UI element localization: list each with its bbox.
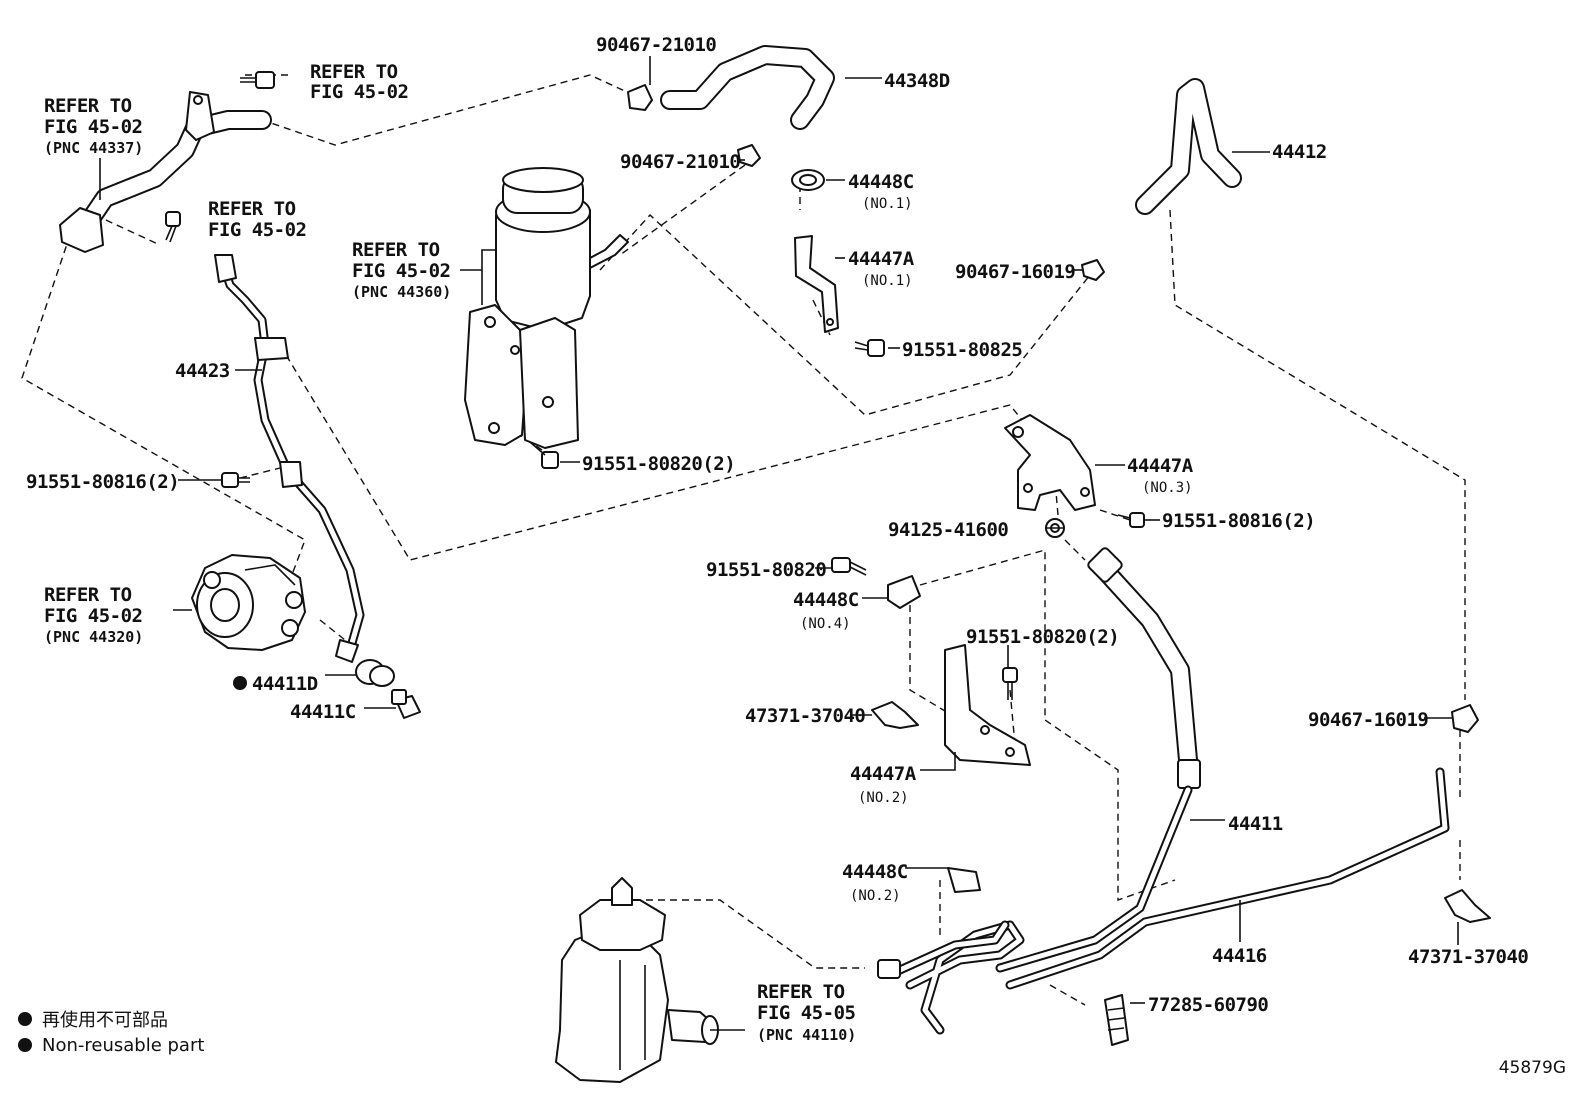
dashed-reference-lines <box>21 74 1466 1006</box>
label-44447A-no2: 44447A <box>850 763 917 785</box>
legend-row-en: Non-reusable part <box>18 1032 204 1058</box>
hose-44348D-drawing <box>660 45 835 130</box>
reference-labels: REFER TO FIG 45-02 REFER TO FIG 45-02 (P… <box>44 61 856 1044</box>
ref-6-line-1: REFER TO <box>757 981 845 1003</box>
clamp-44448C-no1-drawing <box>791 169 825 191</box>
label-44423: 44423 <box>175 360 230 382</box>
label-44448C-no2-sub: (NO.2) <box>850 888 901 904</box>
legend-dot-icon <box>18 1012 32 1026</box>
legend-row-jp: 再使用不可部品 <box>18 1006 204 1032</box>
ref-4-line-1: REFER TO <box>352 239 440 261</box>
reservoir-drawing <box>464 167 629 449</box>
legend-dot-icon <box>18 1038 32 1052</box>
non-reusable-marker-icon <box>233 676 247 690</box>
label-90467-21010-b: 90467-21010 <box>620 151 740 173</box>
label-44448C-no1-sub: (NO.1) <box>862 196 913 212</box>
bolt-91551-80816-left-drawing <box>221 472 250 488</box>
label-91551-80820-2b: 91551-80820(2) <box>966 626 1119 648</box>
ref-4-line-2: FIG 45-02 <box>352 260 450 282</box>
bolt-top-drawing <box>240 71 275 89</box>
part-labels: 90467-21010 44348D 90467-21010 44448C (N… <box>26 34 1529 1016</box>
clamp-90467-21010-a-drawing <box>627 84 653 111</box>
label-44348D: 44348D <box>884 70 950 92</box>
leader-lines <box>99 56 1459 1031</box>
clamp-47371-37040-b-drawing <box>1444 889 1491 923</box>
ref-3-line-1: REFER TO <box>208 198 296 220</box>
label-91551-80825: 91551-80825 <box>902 339 1022 361</box>
tube-44416-drawing <box>995 767 1450 990</box>
clamp-77285-60790-drawing <box>1104 994 1129 1046</box>
label-91551-80820: 91551-80820 <box>706 559 826 581</box>
label-44447A-no1: 44447A <box>848 248 915 270</box>
hose-44412-drawing <box>1135 78 1242 215</box>
label-44447A-no3-sub: (NO.3) <box>1142 480 1193 496</box>
label-91551-80820-2a: 91551-80820(2) <box>582 453 735 475</box>
ref-6-line-2: FIG 45-05 <box>757 1002 856 1024</box>
label-44448C-no2: 44448C <box>842 861 908 883</box>
gear-box-drawing <box>555 877 719 1083</box>
clamp-44448C-no2-drawing <box>947 867 981 893</box>
label-44447A-no3: 44447A <box>1127 455 1194 477</box>
label-44411D: 44411D <box>252 673 318 695</box>
pipe-44423-drawing <box>214 254 365 663</box>
bracket-44447A-no3-drawing <box>1004 414 1096 511</box>
clamp-47371-37040-a-drawing <box>871 701 919 729</box>
bolt-mid-drawing <box>165 211 181 243</box>
bolt-44411C-drawing <box>391 689 421 719</box>
ref-5-line-3: (PNC 44320) <box>44 628 143 646</box>
ref-2-line-2: FIG 45-02 <box>44 116 142 138</box>
label-44411: 44411 <box>1228 813 1283 835</box>
legend-text-jp: 再使用不可部品 <box>42 1010 168 1031</box>
label-44447A-no1-sub: (NO.1) <box>862 273 913 289</box>
ref-2-line-3: (PNC 44337) <box>44 139 143 157</box>
label-47371-37040-a: 47371-37040 <box>745 705 865 727</box>
label-90467-16019-a: 90467-16019 <box>955 261 1075 283</box>
label-44448C-no4: 44448C <box>793 589 859 611</box>
label-77285-60790: 77285-60790 <box>1148 994 1268 1016</box>
ref-1-line-1: REFER TO <box>310 61 398 83</box>
legend-text-en: Non-reusable part <box>42 1034 205 1056</box>
gasket-44411D-drawing <box>355 659 395 687</box>
bolt-91551-80820-2b-drawing <box>1002 667 1018 700</box>
label-90467-16019-b: 90467-16019 <box>1308 709 1428 731</box>
ref-5-line-2: FIG 45-02 <box>44 605 142 627</box>
label-90467-21010-a: 90467-21010 <box>596 34 716 56</box>
hose-44411-drawing <box>1087 547 1201 789</box>
label-44447A-no2-sub: (NO.2) <box>858 790 909 806</box>
label-44411C: 44411C <box>290 701 356 723</box>
label-44412: 44412 <box>1272 141 1327 163</box>
ref-6-line-3: (PNC 44110) <box>757 1026 856 1044</box>
clamp-44448C-no4-drawing <box>887 575 921 609</box>
ref-2-line-1: REFER TO <box>44 95 132 117</box>
clamp-90467-16019-a-drawing <box>1081 259 1105 281</box>
bolt-91551-80820-drawing <box>831 557 867 576</box>
legend: 再使用不可部品 Non-reusable part <box>18 1006 204 1058</box>
bracket-44447A-no2-drawing <box>944 644 1031 766</box>
pipe-44337-drawing <box>59 91 272 253</box>
clamp-90467-16019-b-drawing <box>1451 704 1479 733</box>
label-47371-37040-b: 47371-37040 <box>1408 946 1528 968</box>
label-91551-80816-2a: 91551-80816(2) <box>26 471 179 493</box>
bolt-91551-80825-drawing <box>854 339 885 357</box>
clamp-90467-21010-b-drawing <box>737 144 761 167</box>
ref-5-line-1: REFER TO <box>44 584 132 606</box>
label-44416: 44416 <box>1212 945 1267 967</box>
figure-code: 45879G <box>1498 1058 1566 1078</box>
label-44448C-no4-sub: (NO.4) <box>800 616 851 632</box>
bolt-91551-80820-res-drawing <box>529 441 559 469</box>
label-91551-80816-2b: 91551-80816(2) <box>1162 510 1315 532</box>
bracket-44447A-no1-drawing <box>794 235 839 333</box>
ref-1-line-2: FIG 45-02 <box>310 81 408 103</box>
label-94125-41600: 94125-41600 <box>888 519 1008 541</box>
ref-3-line-2: FIG 45-02 <box>208 219 306 241</box>
ref-4-line-3: (PNC 44360) <box>352 283 451 301</box>
tube-bundle-drawing <box>877 920 1025 1035</box>
bolt-91551-80816-right-drawing <box>1117 512 1145 528</box>
pump-drawing <box>191 554 306 651</box>
label-44448C-no1: 44448C <box>848 171 914 193</box>
